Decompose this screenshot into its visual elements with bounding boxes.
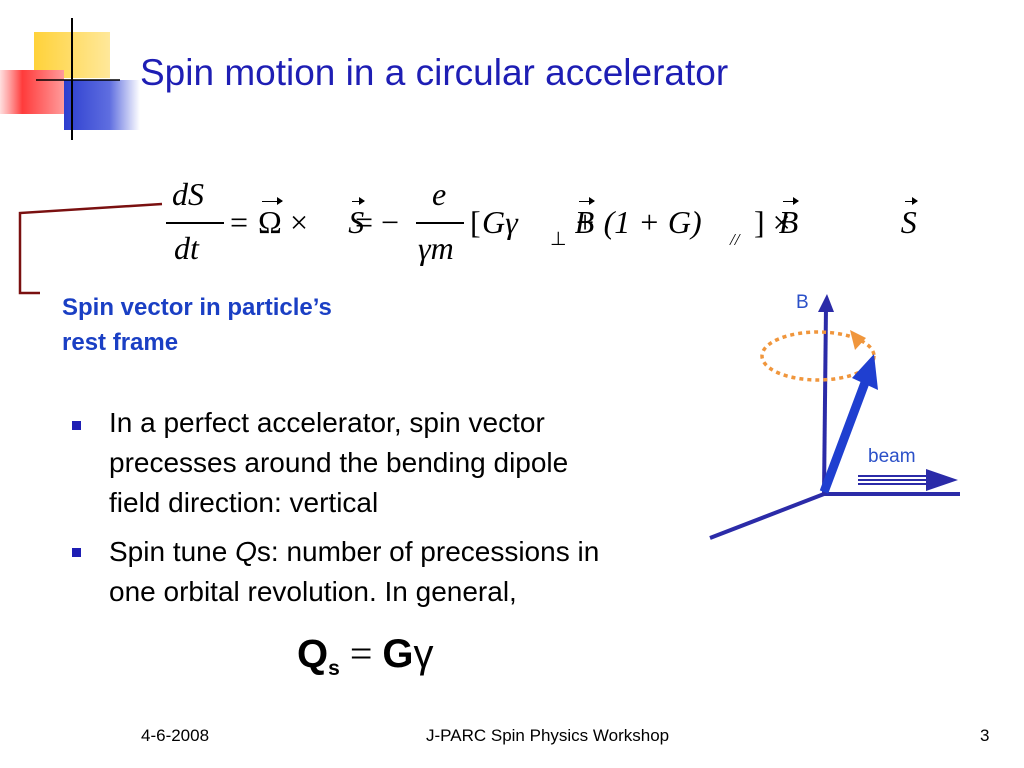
- spin-equation: dS dt = Ω × S = − e γm [ Gγ B ⊥ + (1 + G…: [160, 170, 918, 280]
- eq-b-parallel: B: [778, 197, 799, 240]
- beam-label: beam: [868, 446, 916, 467]
- oblique-axis: [709, 492, 825, 540]
- rest-frame-caption: Spin vector in particle’s rest frame: [62, 290, 332, 360]
- formula-gamma: γ: [413, 632, 434, 676]
- bullet-2-pre: Spin tune: [109, 536, 236, 567]
- caption-line-1: Spin vector in particle’s: [62, 294, 332, 321]
- b-axis-arrowhead: [818, 294, 834, 312]
- formula-g: G: [382, 632, 414, 676]
- bullet-marker-1: [72, 421, 81, 430]
- b-field-label: B: [796, 292, 809, 313]
- eq-bracket-close-cross: ] ×: [754, 204, 791, 240]
- spin-arrowhead: [852, 354, 878, 390]
- logo-decoration: [0, 0, 140, 140]
- orbit-arrowhead: [850, 330, 866, 350]
- eq-equals-1: =: [230, 204, 249, 240]
- bullet-2-post: s: number of precessions in: [256, 536, 600, 567]
- callout-bracket: [18, 202, 163, 295]
- bullet-2-line-1: Spin tune Qs: number of precessions in: [109, 532, 599, 572]
- logo-squares-graphic: [0, 18, 140, 140]
- page-title: Spin motion in a circular accelerator: [140, 52, 729, 93]
- eq-spin-vector: S: [348, 197, 366, 240]
- eq-plus-one-plus-g: + (1 + G): [574, 204, 702, 240]
- eq-fraction-bar-1: [166, 222, 224, 224]
- eq-cross-1: ×: [290, 204, 309, 240]
- eq-charge: e: [432, 176, 447, 212]
- eq-perp-symbol: ⊥: [550, 229, 567, 250]
- spin-vector-arrow: [819, 378, 871, 494]
- eq-lhs-numerator: dS: [172, 176, 204, 212]
- b-field-axis: [822, 305, 828, 495]
- eq-spin-vector-2: S: [900, 197, 918, 240]
- eq-b-perp: B: [574, 197, 595, 240]
- formula-sub-s: s: [328, 657, 340, 680]
- footer-workshop: J-PARC Spin Physics Workshop: [426, 726, 670, 745]
- bullet-text-2: Spin tune Qs: number of precessions in o…: [109, 532, 599, 612]
- bullet-marker-2: [72, 548, 81, 557]
- formula-equals: =: [339, 631, 383, 676]
- beam-arrowhead: [926, 469, 958, 491]
- bullet-2-line-2: one orbital revolution. In general,: [109, 576, 517, 607]
- bullet-1-line-1: In a perfect accelerator, spin vector: [109, 407, 545, 438]
- bullet-1-line-2: precesses around the bending dipole: [109, 447, 569, 478]
- eq-fraction-bar-2: [416, 222, 464, 224]
- eq-equals-minus: = −: [355, 204, 400, 240]
- bullet-text-1: In a perfect accelerator, spin vector pr…: [109, 403, 568, 523]
- diagram-graphic: [709, 294, 960, 540]
- spin-precession-diagram: B beam: [700, 280, 1024, 560]
- eq-lhs-denominator: dt: [174, 230, 199, 266]
- spin-tune-formula: Qs = Gγ: [297, 630, 434, 681]
- caption-line-2: rest frame: [62, 329, 179, 356]
- eq-gamma-mass: γm: [418, 230, 454, 266]
- bullet-2-q: Q: [235, 536, 257, 567]
- bullet-1-line-3: field direction: vertical: [109, 487, 379, 518]
- eq-g-gamma: Gγ: [482, 204, 518, 240]
- formula-q: Q: [297, 632, 329, 676]
- footer-date: 4-6-2008: [141, 726, 210, 745]
- eq-parallel-symbol: //: [730, 230, 740, 249]
- eq-bracket-open: [: [470, 204, 481, 240]
- footer-page-number: 3: [980, 726, 990, 745]
- eq-omega: Ω: [258, 197, 283, 240]
